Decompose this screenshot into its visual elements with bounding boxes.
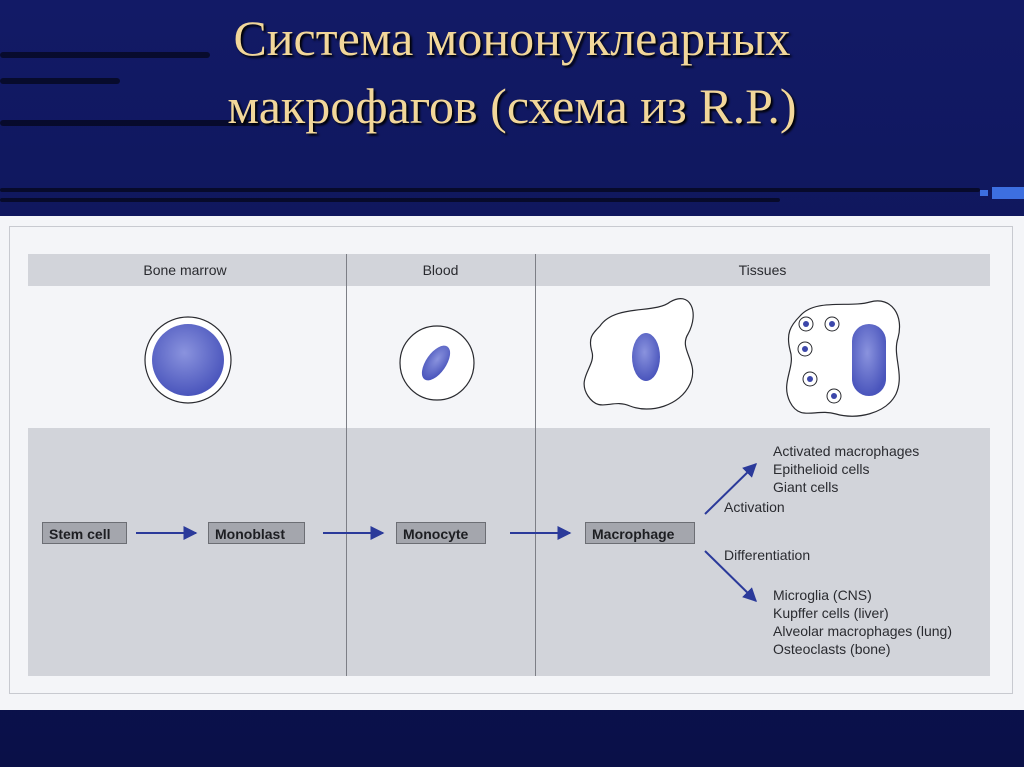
lineage-band: [28, 428, 990, 676]
stem-cell-illustration: [144, 316, 232, 404]
slide-title: Система мононуклеарных макрофагов (схема…: [0, 4, 1024, 140]
column-header-band: [28, 254, 990, 286]
stage-monocyte: Monocyte: [396, 522, 486, 544]
activated-macrophage-illustration: [786, 300, 901, 417]
background-streak: [0, 78, 120, 84]
product-giant-cells: Giant cells: [773, 479, 839, 495]
product-microglia: Microglia (CNS): [773, 587, 872, 603]
monocyte-illustration: [399, 325, 475, 401]
stage-macrophage: Macrophage: [585, 522, 695, 544]
title-line-2: макрофагов (схема из R.P.): [227, 78, 797, 134]
differentiation-label: Differentiation: [724, 547, 811, 563]
product-epithelioid-cells: Epithelioid cells: [773, 461, 870, 477]
macrophage-illustration: [583, 298, 694, 410]
accent-bar: [980, 187, 1024, 199]
background-streak: [0, 198, 780, 202]
stage-stem-cell: Stem cell: [42, 522, 127, 544]
product-activated-macrophages: Activated macrophages: [773, 443, 920, 459]
column-label-tissues: Tissues: [738, 262, 787, 278]
product-alveolar-macrophages: Alveolar macrophages (lung): [773, 623, 952, 639]
column-label-bone-marrow: Bone marrow: [143, 262, 227, 278]
figure-frame: [9, 226, 1013, 694]
stage-monoblast: Monoblast: [208, 522, 305, 544]
lineage-arrows: [136, 463, 757, 602]
background-streak: [0, 52, 210, 58]
column-divider: [535, 254, 536, 676]
product-osteoclasts: Osteoclasts (bone): [773, 641, 891, 657]
background-streak: [0, 120, 260, 126]
background-streak: [0, 188, 980, 192]
product-kupffer-cells: Kupffer cells (liver): [773, 605, 889, 621]
cell-illustrations: [136, 298, 901, 602]
column-divider: [346, 254, 347, 676]
title-line-1: Система мононуклеарных: [233, 10, 791, 66]
activation-label: Activation: [724, 499, 785, 515]
arrow-differentiation: [704, 550, 757, 602]
arrow-activation: [704, 463, 757, 515]
diagram-figure: Bone marrow Blood Tissues: [0, 216, 1024, 710]
column-label-blood: Blood: [422, 262, 459, 278]
